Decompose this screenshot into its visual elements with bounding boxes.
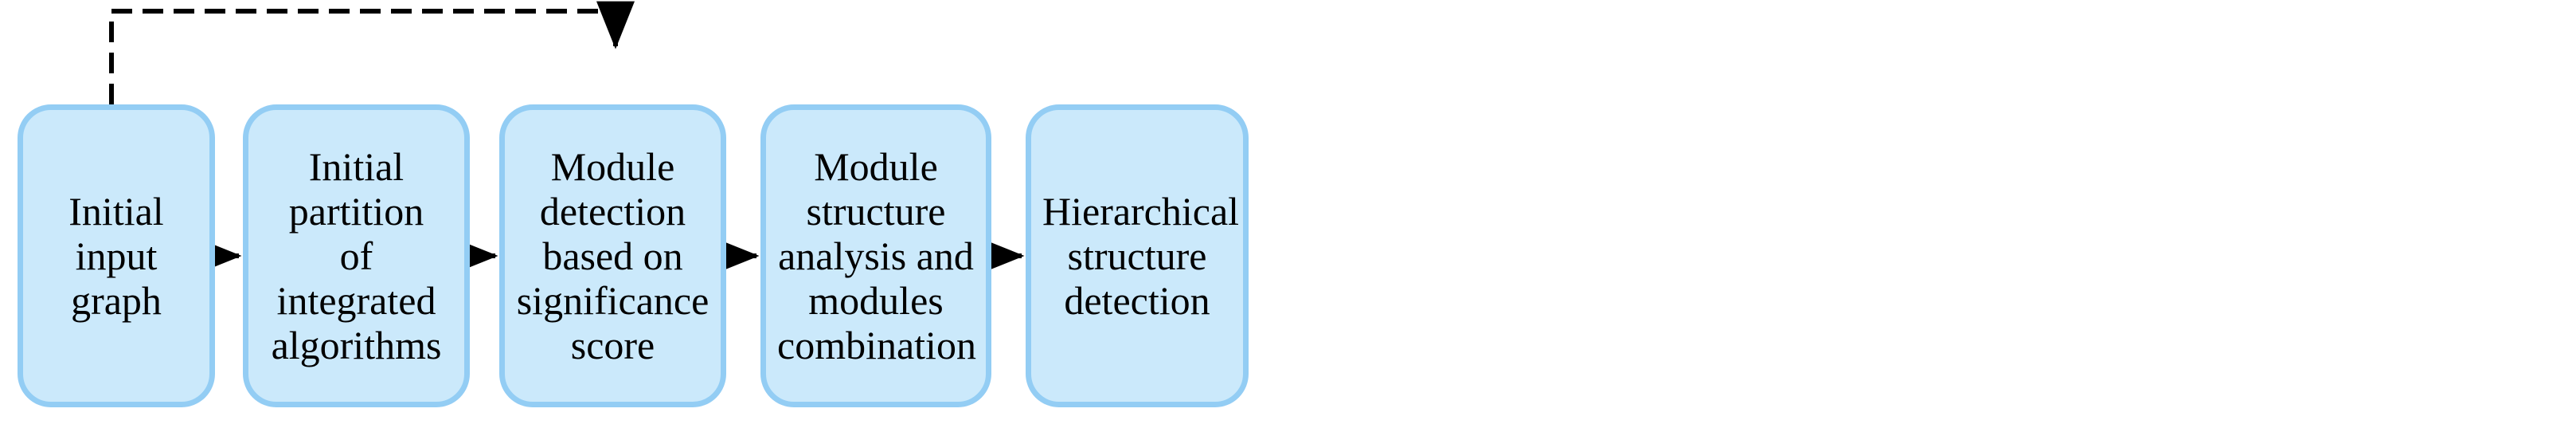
flow-node-label: Initial input graph (68, 189, 164, 323)
flow-node-module-detection[interactable]: Module detection based on significance s… (499, 104, 726, 407)
flow-node-label: Module detection based on significance s… (516, 144, 709, 367)
flow-node-module-structure-analysis[interactable]: Module structure analysis and modules co… (760, 104, 991, 407)
edge-feedback-module-detection-to-initial-input-graph (109, 1, 635, 104)
flow-node-label: Initial partition of integrated algorith… (271, 144, 442, 367)
flow-node-label: Module structure analysis and modules co… (777, 144, 976, 367)
flow-node-label: Hierarchical structure detection (1042, 189, 1240, 323)
flow-node-initial-partition[interactable]: Initial partition of integrated algorith… (243, 104, 470, 407)
flow-node-initial-input-graph[interactable]: Initial input graph (18, 104, 215, 407)
flow-node-hierarchical-structure[interactable]: Hierarchical structure detection (1026, 104, 1249, 407)
